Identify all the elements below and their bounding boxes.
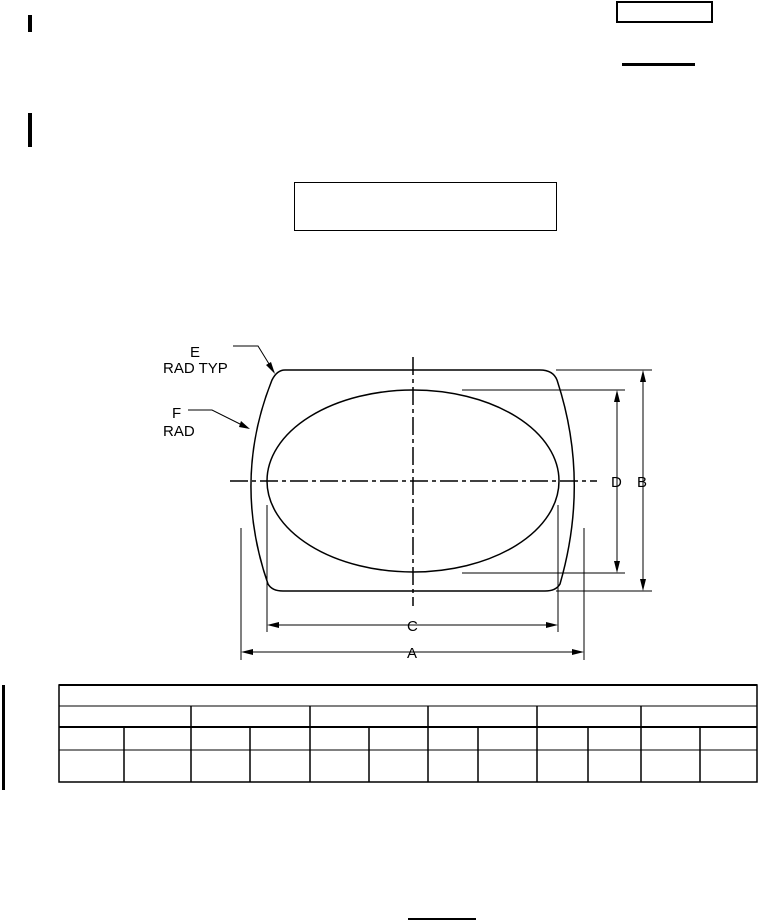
arrowhead-b-top — [640, 370, 646, 382]
page-id-box — [616, 1, 713, 23]
header-rule — [622, 63, 695, 66]
title-box — [294, 182, 557, 231]
arrowhead-d-bottom — [614, 561, 620, 573]
change-bar-table — [2, 685, 5, 790]
arrowhead-leader-f — [239, 421, 250, 429]
arrowhead-leader-e — [266, 362, 275, 374]
arrowhead-c-right — [546, 622, 558, 628]
arrowhead-a-right — [572, 649, 584, 655]
arrowhead-b-bottom — [640, 579, 646, 591]
label-a: A — [407, 645, 417, 662]
leader-f — [188, 409, 249, 429]
change-bar-top — [28, 15, 32, 32]
label-b: B — [637, 474, 647, 491]
arrowhead-d-top — [614, 390, 620, 402]
label-e-note: RAD TYP — [163, 360, 228, 377]
outer-profile — [250, 369, 576, 592]
label-f-note: RAD — [163, 423, 195, 440]
arrowhead-a-left — [241, 649, 253, 655]
page-number-rule — [408, 918, 476, 920]
label-f: F — [172, 405, 181, 422]
arrowhead-c-left — [267, 622, 279, 628]
change-bar-middle — [28, 113, 32, 147]
label-e: E — [190, 344, 200, 361]
dimension-table — [58, 684, 758, 783]
table-border — [58, 684, 758, 783]
leader-e — [233, 345, 275, 373]
label-d: D — [611, 474, 622, 491]
label-c: C — [407, 618, 418, 635]
